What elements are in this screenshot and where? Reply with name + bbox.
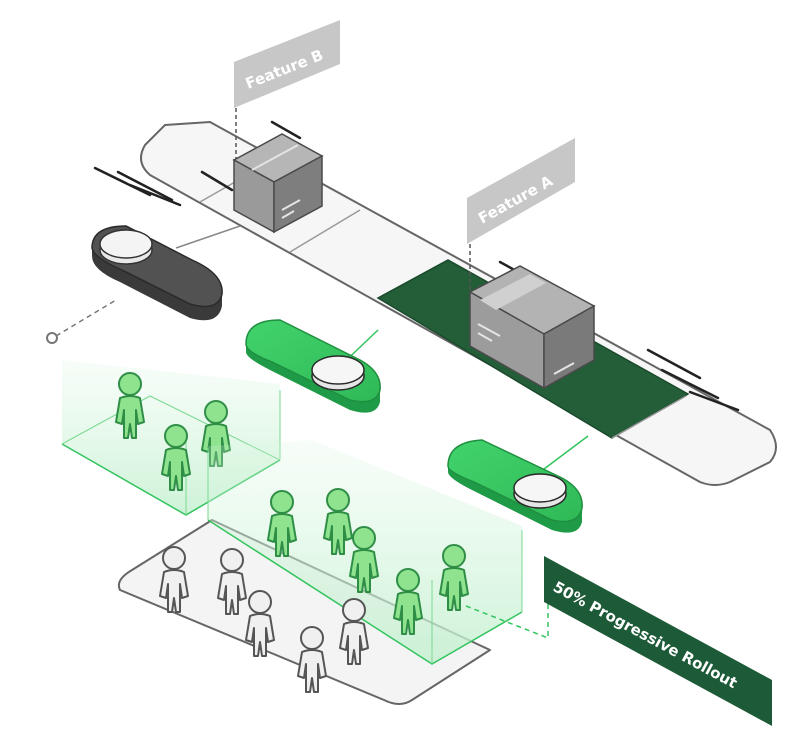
toggle-switch-icon-on[interactable]	[447, 439, 583, 533]
general-population-floor	[117, 519, 491, 705]
toggle-switch-icon-off[interactable]	[91, 225, 223, 321]
off-connector	[46, 299, 117, 344]
person-icon	[297, 626, 327, 693]
rollout-banner: 50% Progressive Rollout	[544, 556, 772, 726]
package-icon	[232, 133, 324, 234]
package-icon	[468, 265, 596, 390]
rollout-label: 50% Progressive Rollout	[550, 578, 740, 692]
banner-connector	[465, 560, 549, 640]
toggle-switch-icon-on[interactable]	[245, 319, 381, 413]
